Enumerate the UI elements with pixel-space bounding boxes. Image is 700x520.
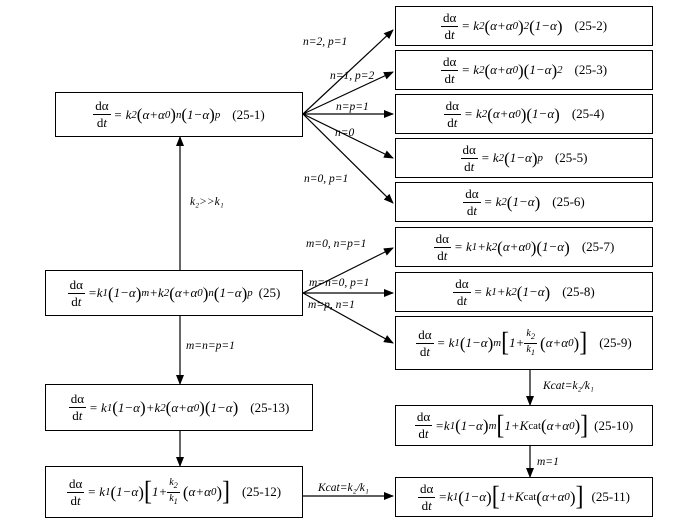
- arrow-25-1-to-25-5: [302, 113, 394, 159]
- equation-number: (25-10): [594, 417, 634, 433]
- label-mp-n1: m=p, n=1: [308, 299, 355, 311]
- equation-number: (25-13): [250, 399, 290, 415]
- equation-number: (25-11): [591, 489, 630, 504]
- label-np1: n=p=1: [336, 101, 369, 113]
- arrow-25-1-to-25-3: [302, 71, 394, 115]
- arrow-25-1-to-25-6: [302, 113, 394, 204]
- equation-number: (25-12): [242, 484, 282, 499]
- equation-number: (25-7): [581, 239, 615, 254]
- label-n1-p2: n=1, p=2: [330, 70, 375, 82]
- label-kcat-right: Kcat=k₂/k₁: [543, 380, 594, 392]
- label-n0-p1: n=0, p=1: [304, 173, 349, 185]
- arrow-25-to-25-7: [302, 247, 394, 294]
- arrow-25-to-25-9: [302, 292, 394, 344]
- equation-number: (25-8): [562, 284, 595, 299]
- label-m0-np1: m=0, n=p=1: [306, 238, 367, 250]
- equation-number: (25-1): [232, 106, 265, 122]
- equation-number: (25-5): [554, 150, 588, 165]
- equation-number: (25-6): [552, 194, 585, 209]
- equation-number: (25-2): [574, 18, 608, 33]
- label-k2-gg-k1: k₂>>k₁: [190, 196, 224, 208]
- equation-number: (25-9): [599, 335, 632, 350]
- equation-number: (25-4): [571, 106, 605, 121]
- label-mnp1: m=n=p=1: [186, 340, 235, 352]
- equation-number: (25-3): [574, 62, 608, 77]
- label-n0: n=0: [335, 127, 355, 139]
- label-kcat-bottom: Kcat=k₂/k₁: [318, 482, 369, 494]
- arrow-25-1-to-25-2: [302, 29, 394, 115]
- label-mn0-p1: m=n=0, p=1: [309, 277, 370, 289]
- label-m1: m=1: [537, 456, 559, 468]
- equation-number: (25): [258, 285, 281, 300]
- label-n2-p1: n=2, p=1: [303, 36, 348, 48]
